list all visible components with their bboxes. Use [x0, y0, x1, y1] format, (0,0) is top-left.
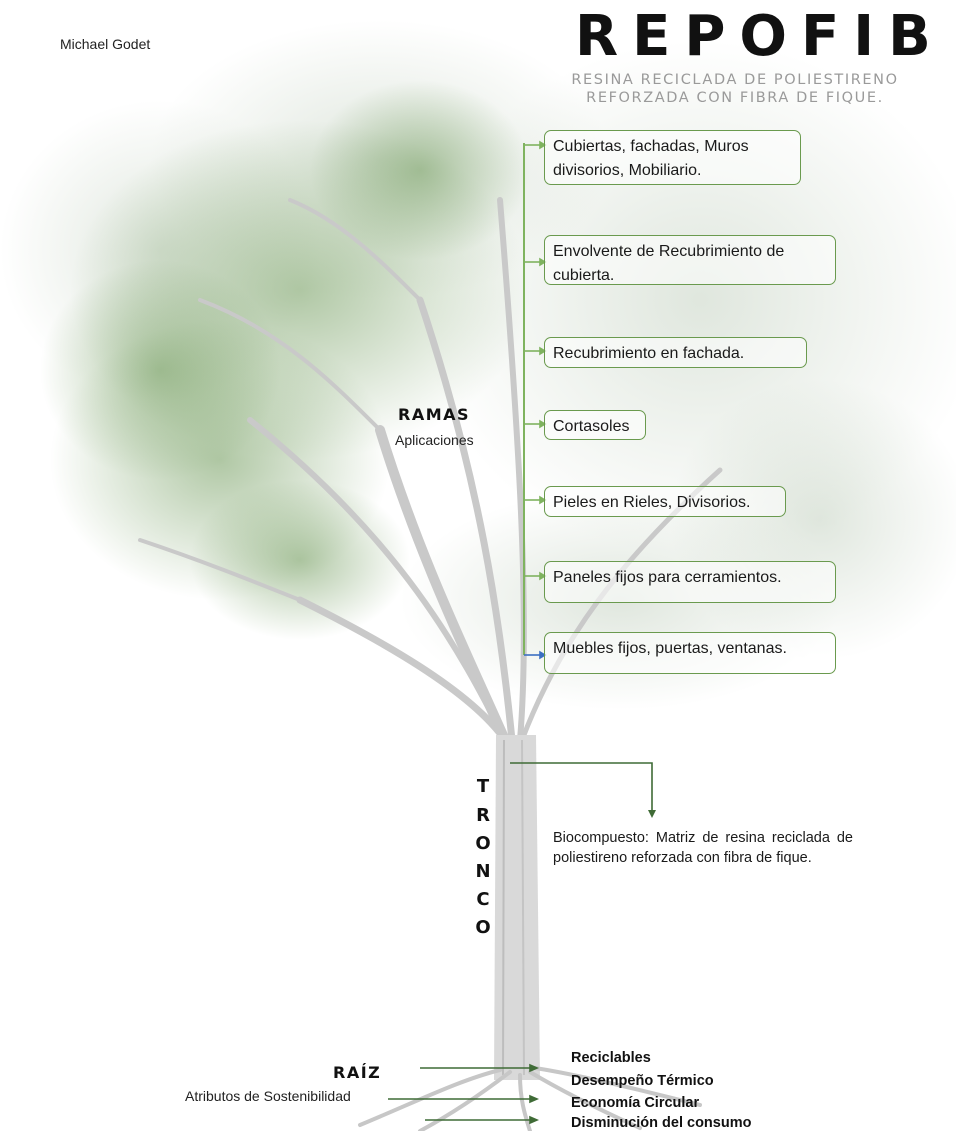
- ramas-subtitle: Aplicaciones: [395, 432, 474, 448]
- tronco-letter: C: [476, 889, 490, 910]
- attribute-item: Reciclables: [571, 1050, 651, 1066]
- application-box: Cubiertas, fachadas, Muros divisorios, M…: [544, 130, 801, 185]
- arrow-right-icon: [539, 140, 547, 150]
- application-box: Cortasoles: [544, 410, 646, 440]
- application-box: Envolvente de Recubrimiento de cubierta.: [544, 235, 836, 285]
- author-name: Michael Godet: [60, 36, 151, 52]
- arrow-right-icon: [529, 1094, 540, 1104]
- roots: [358, 1066, 702, 1131]
- application-box: Pieles en Rieles, Divisorios.: [544, 486, 786, 517]
- arrow-right-icon: [539, 257, 547, 267]
- application-box: Paneles fijos para cerramientos.: [544, 561, 836, 603]
- arrow-down-icon: [648, 810, 656, 818]
- arrow-right-icon: [529, 1063, 540, 1073]
- branches: [138, 197, 723, 745]
- arrow-right-icon: [539, 571, 547, 581]
- attribute-item: Economía Circular: [571, 1095, 700, 1111]
- arrow-right-icon: [539, 495, 547, 505]
- brand-subtitle-line-2: REFORZADA CON FIBRA DE FIQUE.: [586, 90, 884, 106]
- tronco-description: Biocompuesto: Matriz de resina reciclada…: [553, 830, 853, 866]
- brand-title: REPOFIB: [575, 4, 945, 69]
- arrow-right-icon: [529, 1115, 540, 1125]
- tronco-letter: T: [476, 776, 490, 797]
- tronco-letter: O: [475, 917, 491, 938]
- attribute-item: Desempeño Térmico: [571, 1073, 714, 1089]
- raiz-title: RAÍZ: [333, 1063, 382, 1082]
- trunk: [494, 735, 540, 1080]
- arrow-right-icon: [539, 419, 547, 429]
- tronco-letter: R: [476, 805, 490, 826]
- raiz-subtitle: Atributos de Sostenibilidad: [185, 1088, 351, 1104]
- arrow-right-icon: [539, 650, 547, 660]
- application-box: Muebles fijos, puertas, ventanas.: [544, 632, 836, 674]
- tronco-letter: N: [475, 861, 491, 882]
- foliage-green: [40, 80, 530, 640]
- ramas-title: RAMAS: [398, 405, 471, 424]
- application-box: Recubrimiento en fachada.: [544, 337, 807, 368]
- arrow-right-icon: [539, 346, 547, 356]
- brand-subtitle-line-1: RESINA RECICLADA DE POLIESTIRENO: [571, 72, 899, 88]
- attribute-item: Disminución del consumo: [571, 1115, 752, 1131]
- tronco-letter: O: [475, 833, 491, 854]
